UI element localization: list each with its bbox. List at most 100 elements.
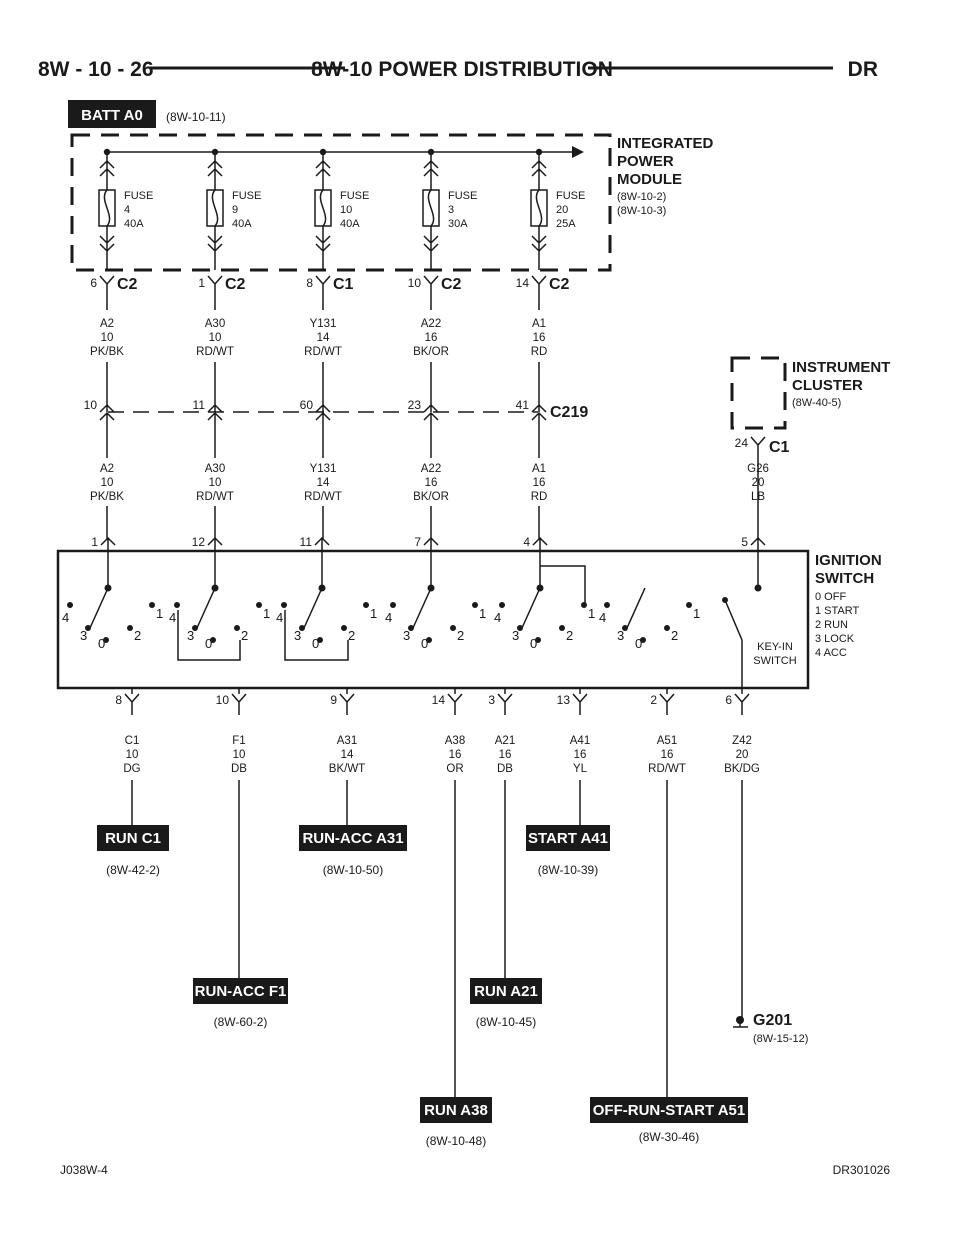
ipm-output-wire-label: PK/BK [90,346,124,358]
destination-ref: (8W-10-39) [538,863,598,877]
ignition-position-label: 3 [294,628,301,643]
ignition-output-wire-label: A21 [495,735,515,747]
c219-output-wire-label: RD/WT [304,491,342,503]
ignition-output-connector [447,688,463,715]
fuse-label-line: 25A [556,218,576,230]
ignition-position-label: 0 [205,636,212,651]
destination-box [193,978,288,1004]
ignition-output-wire-label: RD/WT [648,763,686,775]
fuse-lower-lead [315,226,331,270]
ignition-contact-dot [517,625,523,631]
ipm-output-wire-label: A22 [421,318,441,330]
cluster-wire-id: G26 [747,463,769,475]
ipm-output-wire-label: 10 [101,332,114,344]
ignition-start-bridge [540,565,586,605]
ignition-output-wire-label: A31 [337,735,357,747]
ignition-output-wire-label: DB [497,763,513,775]
c219-output-wire-label: PK/BK [90,491,124,503]
destination-box [97,825,169,851]
ignition-input-connector [750,536,766,588]
destination-label: RUN-ACC F1 [195,983,287,1000]
header-code: DR [848,58,878,81]
ignition-input-connector [314,536,330,588]
g201-label: G201 [753,1012,792,1029]
ignition-position-label: 3 [80,628,87,643]
fuse-label-line: 40A [124,218,144,230]
c219-label: C219 [550,404,588,421]
cluster-wire-color: LB [751,491,765,503]
ignition-output-connector [231,688,247,715]
c219-output-wire-label: 10 [209,477,222,489]
ignition-output-connector [572,688,588,715]
ignition-input-pin: 12 [192,535,206,549]
destination-label: RUN-ACC A31 [302,830,403,847]
fuse-label-line: 10 [340,204,352,216]
ignition-position-label: 0 [635,636,642,651]
ignition-output-wire-label: OR [446,763,463,775]
fuse-output-connector [423,275,439,310]
ignition-contact-dot [604,602,610,608]
ignition-output-wire-label: 16 [574,749,587,761]
fuse-label-line: FUSE [340,190,369,202]
ignition-output-wire-label: BK/DG [724,763,760,775]
ipm-border [70,133,612,272]
fuse-output-pin: 14 [516,276,530,290]
fuse-element [211,189,219,227]
fuse-label-line: FUSE [232,190,261,202]
ignition-contact-dot [317,637,323,643]
ignition-output-wire-label: 14 [341,749,354,761]
c219-upper-lead [99,362,115,413]
ignition-contact-dot [622,625,628,631]
ipm-output-wire-label: RD [531,346,548,358]
ignition-output-wire-label: F1 [232,735,245,747]
ignition-pivot-dot [754,584,762,592]
ignition-position-label: 1 [263,606,270,621]
destination-box [590,1097,748,1123]
ignition-legend-3: 3 LOCK [815,633,855,645]
ignition-output-connector [659,688,675,715]
ignition-contact-dot [281,602,287,608]
destination-ref: (8W-10-48) [426,1134,486,1148]
ignition-position-label: 2 [348,628,355,643]
ignition-input-connector [207,536,223,588]
c219-upper-lead [207,362,223,413]
c219-output-wire-label: 14 [317,477,330,489]
destination-label: START A41 [528,830,608,847]
c219-lower-lead [99,411,115,458]
fuse-label-line: 40A [232,218,252,230]
ignition-output-pin: 9 [330,693,337,707]
destination-label: RUN A21 [474,983,538,1000]
ignition-contact-dot [103,637,109,643]
footer-left-code: J038W-4 [60,1163,108,1177]
ignition-contact-dot [174,602,180,608]
ignition-contact-dot [341,625,347,631]
fuse-label-line: 4 [124,204,130,216]
fuse-element [535,189,543,227]
ignition-position-label: 4 [62,610,69,625]
fuse-output-pin: 10 [408,276,422,290]
destination-box [420,1097,492,1123]
ignition-legend-1: 1 START [815,605,859,617]
fuse-output-pin: 6 [90,276,97,290]
ignition-position-label: 4 [599,610,606,625]
destination-ref: (8W-42-2) [106,863,160,877]
ignition-position-label: 3 [187,628,194,643]
ignition-output-wire-label: 10 [126,749,139,761]
ipm-name-1: INTEGRATED [617,135,714,152]
ignition-position-label: 4 [169,610,176,625]
ignition-legend-4: 4 ACC [815,647,847,659]
ignition-contact-dot [426,637,432,643]
batt-a0-ref: (8W-10-11) [166,110,226,124]
c219-lower-lead [531,411,547,458]
fuse-label-line: FUSE [124,190,153,202]
keyin-switch-label-2: SWITCH [753,655,796,667]
fuse-upper-lead [423,152,439,190]
ignition-output-pin: 10 [216,693,230,707]
ignition-output-wire-label: A41 [570,735,590,747]
destination-ref: (8W-10-50) [323,863,383,877]
ignition-contact-dot [256,602,262,608]
ignition-contact-dot [640,637,646,643]
